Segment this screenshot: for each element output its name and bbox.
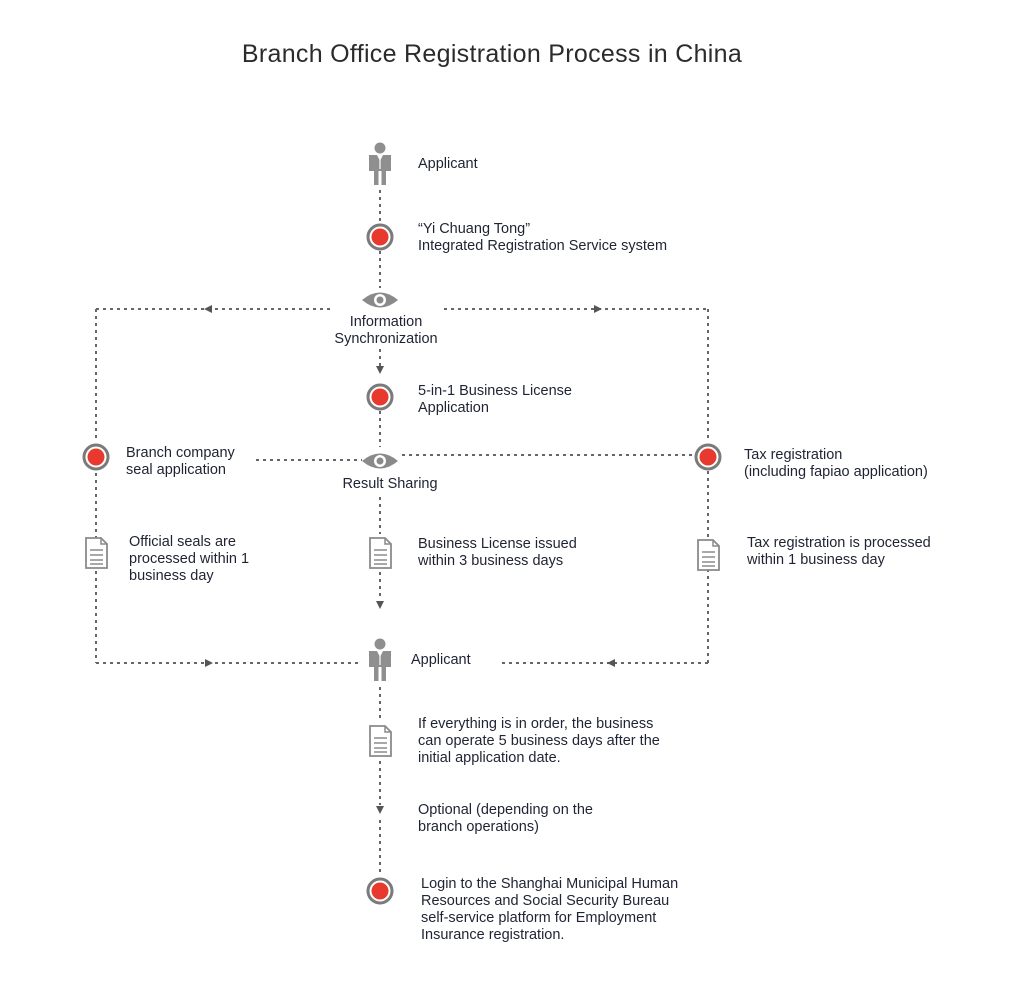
tax-registration-label: Tax registration (including fapiao appli… [744,447,928,480]
eye-icon [362,453,398,469]
step-node-icon [366,383,394,411]
diagram-title: Branch Office Registration Process in Ch… [241,40,743,68]
operate-note: If everything is in order, the business … [418,716,660,766]
document-icon [85,537,108,569]
login-note: Login to the Shanghai Municipal Human Re… [421,876,679,943]
seal-application-label: Branch company seal application [126,445,235,478]
info-sync-label: Information Synchronization [334,314,438,347]
person-icon [368,141,392,186]
step-node-icon [694,443,722,471]
yct-system-label: “Yi Chuang Tong” Integrated Registration… [418,221,668,254]
applicant-top-label: Applicant [418,156,478,172]
step-node-icon [366,877,394,905]
step-node-icon [366,223,394,251]
tax-time-note: Tax registration is processed within 1 b… [747,535,931,568]
step-node-icon [82,443,110,471]
optional-note: Optional (depending on the branch operat… [418,802,593,835]
person-icon [368,637,392,682]
document-icon [697,539,720,571]
license-time-note: Business License issued within 3 busines… [418,536,577,569]
connector-lines [95,190,709,876]
document-icon [369,725,392,757]
arrowheads [204,305,615,814]
seals-time-note: Official seals are processed within 1 bu… [129,534,250,584]
document-icon [369,537,392,569]
eye-icon [362,292,398,308]
result-sharing-label: Result Sharing [342,476,438,492]
applicant-mid-label: Applicant [411,652,471,668]
license-application-label: 5-in-1 Business License Application [418,383,572,416]
